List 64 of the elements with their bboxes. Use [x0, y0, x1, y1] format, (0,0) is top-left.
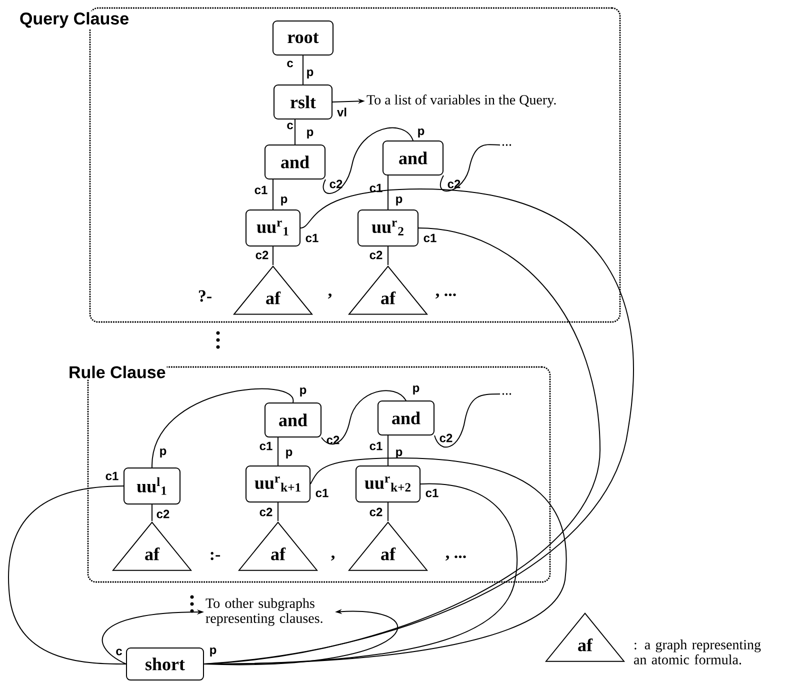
connector [8, 486, 126, 664]
punctuation-text: ?- [198, 290, 212, 302]
node-box: uu$^{l}$1 [124, 468, 180, 504]
note-text: ... [502, 393, 512, 395]
port-label: c1 [424, 234, 436, 242]
port-label: c1 [254, 186, 268, 194]
punctuation-text: , [328, 293, 332, 299]
note-text: To other subgraphs representing clauses. [206, 598, 322, 626]
port-label: p [396, 196, 402, 206]
node-box: short [126, 648, 204, 680]
note-text: To a list of variables in the Query. [366, 94, 556, 108]
port-label: c2 [260, 508, 272, 516]
connector [322, 127, 414, 194]
node-box: uu$^{r}$k+1 [246, 466, 310, 502]
punctuation-text: , [331, 555, 334, 561]
connector [152, 388, 294, 468]
connector [302, 55, 304, 85]
port-label: p [396, 450, 402, 458]
port-label: c2 [330, 180, 342, 188]
punctuation-text: , ... [436, 293, 456, 299]
connector [272, 246, 274, 266]
node-box: and [378, 400, 434, 436]
connector [321, 390, 406, 445]
node-box: rslt [274, 84, 332, 120]
punctuation-text: :- [210, 552, 220, 560]
legend-note: : a graph representing an atomic formula. [634, 640, 761, 664]
node-box: uu$^{r}$2 [358, 210, 418, 246]
port-label: c [287, 122, 293, 130]
port-label: c2 [370, 250, 382, 260]
connector [434, 394, 500, 448]
port-label: c2 [370, 508, 382, 516]
punctuation-text: , ... [446, 555, 466, 561]
port-label: p [413, 386, 420, 394]
port-label: c [287, 60, 293, 68]
port-label: p [300, 388, 306, 396]
connector [272, 179, 274, 210]
port-label: c1 [316, 488, 328, 498]
port-label: c2 [448, 180, 460, 188]
port-label: c1 [306, 234, 318, 242]
port-label: p [418, 128, 424, 138]
port-label: c2 [156, 510, 170, 518]
port-label: p [307, 130, 314, 138]
connector [440, 144, 500, 192]
port-label: c1 [106, 472, 118, 480]
port-label: c1 [370, 442, 382, 450]
node-box: uu$^{r}$k+2 [356, 466, 420, 502]
port-label: vl [337, 108, 346, 116]
node-box: and [264, 402, 322, 438]
node-box: uu$^{r}$1 [246, 210, 300, 246]
port-label: p [210, 648, 216, 656]
port-label: p [286, 450, 292, 458]
port-label: c1 [260, 442, 272, 450]
note-text: ... [502, 144, 512, 146]
connector [294, 119, 296, 145]
node-box: and [264, 144, 326, 180]
port-label: p [160, 448, 166, 458]
node-box: and [382, 140, 444, 176]
port-label: c2 [440, 434, 452, 442]
port-label: p [307, 70, 314, 78]
port-label: p [281, 196, 288, 206]
port-label: c1 [426, 488, 438, 498]
port-label: c [116, 648, 122, 656]
port-label: c2 [256, 250, 268, 260]
node-box: root [272, 20, 334, 56]
